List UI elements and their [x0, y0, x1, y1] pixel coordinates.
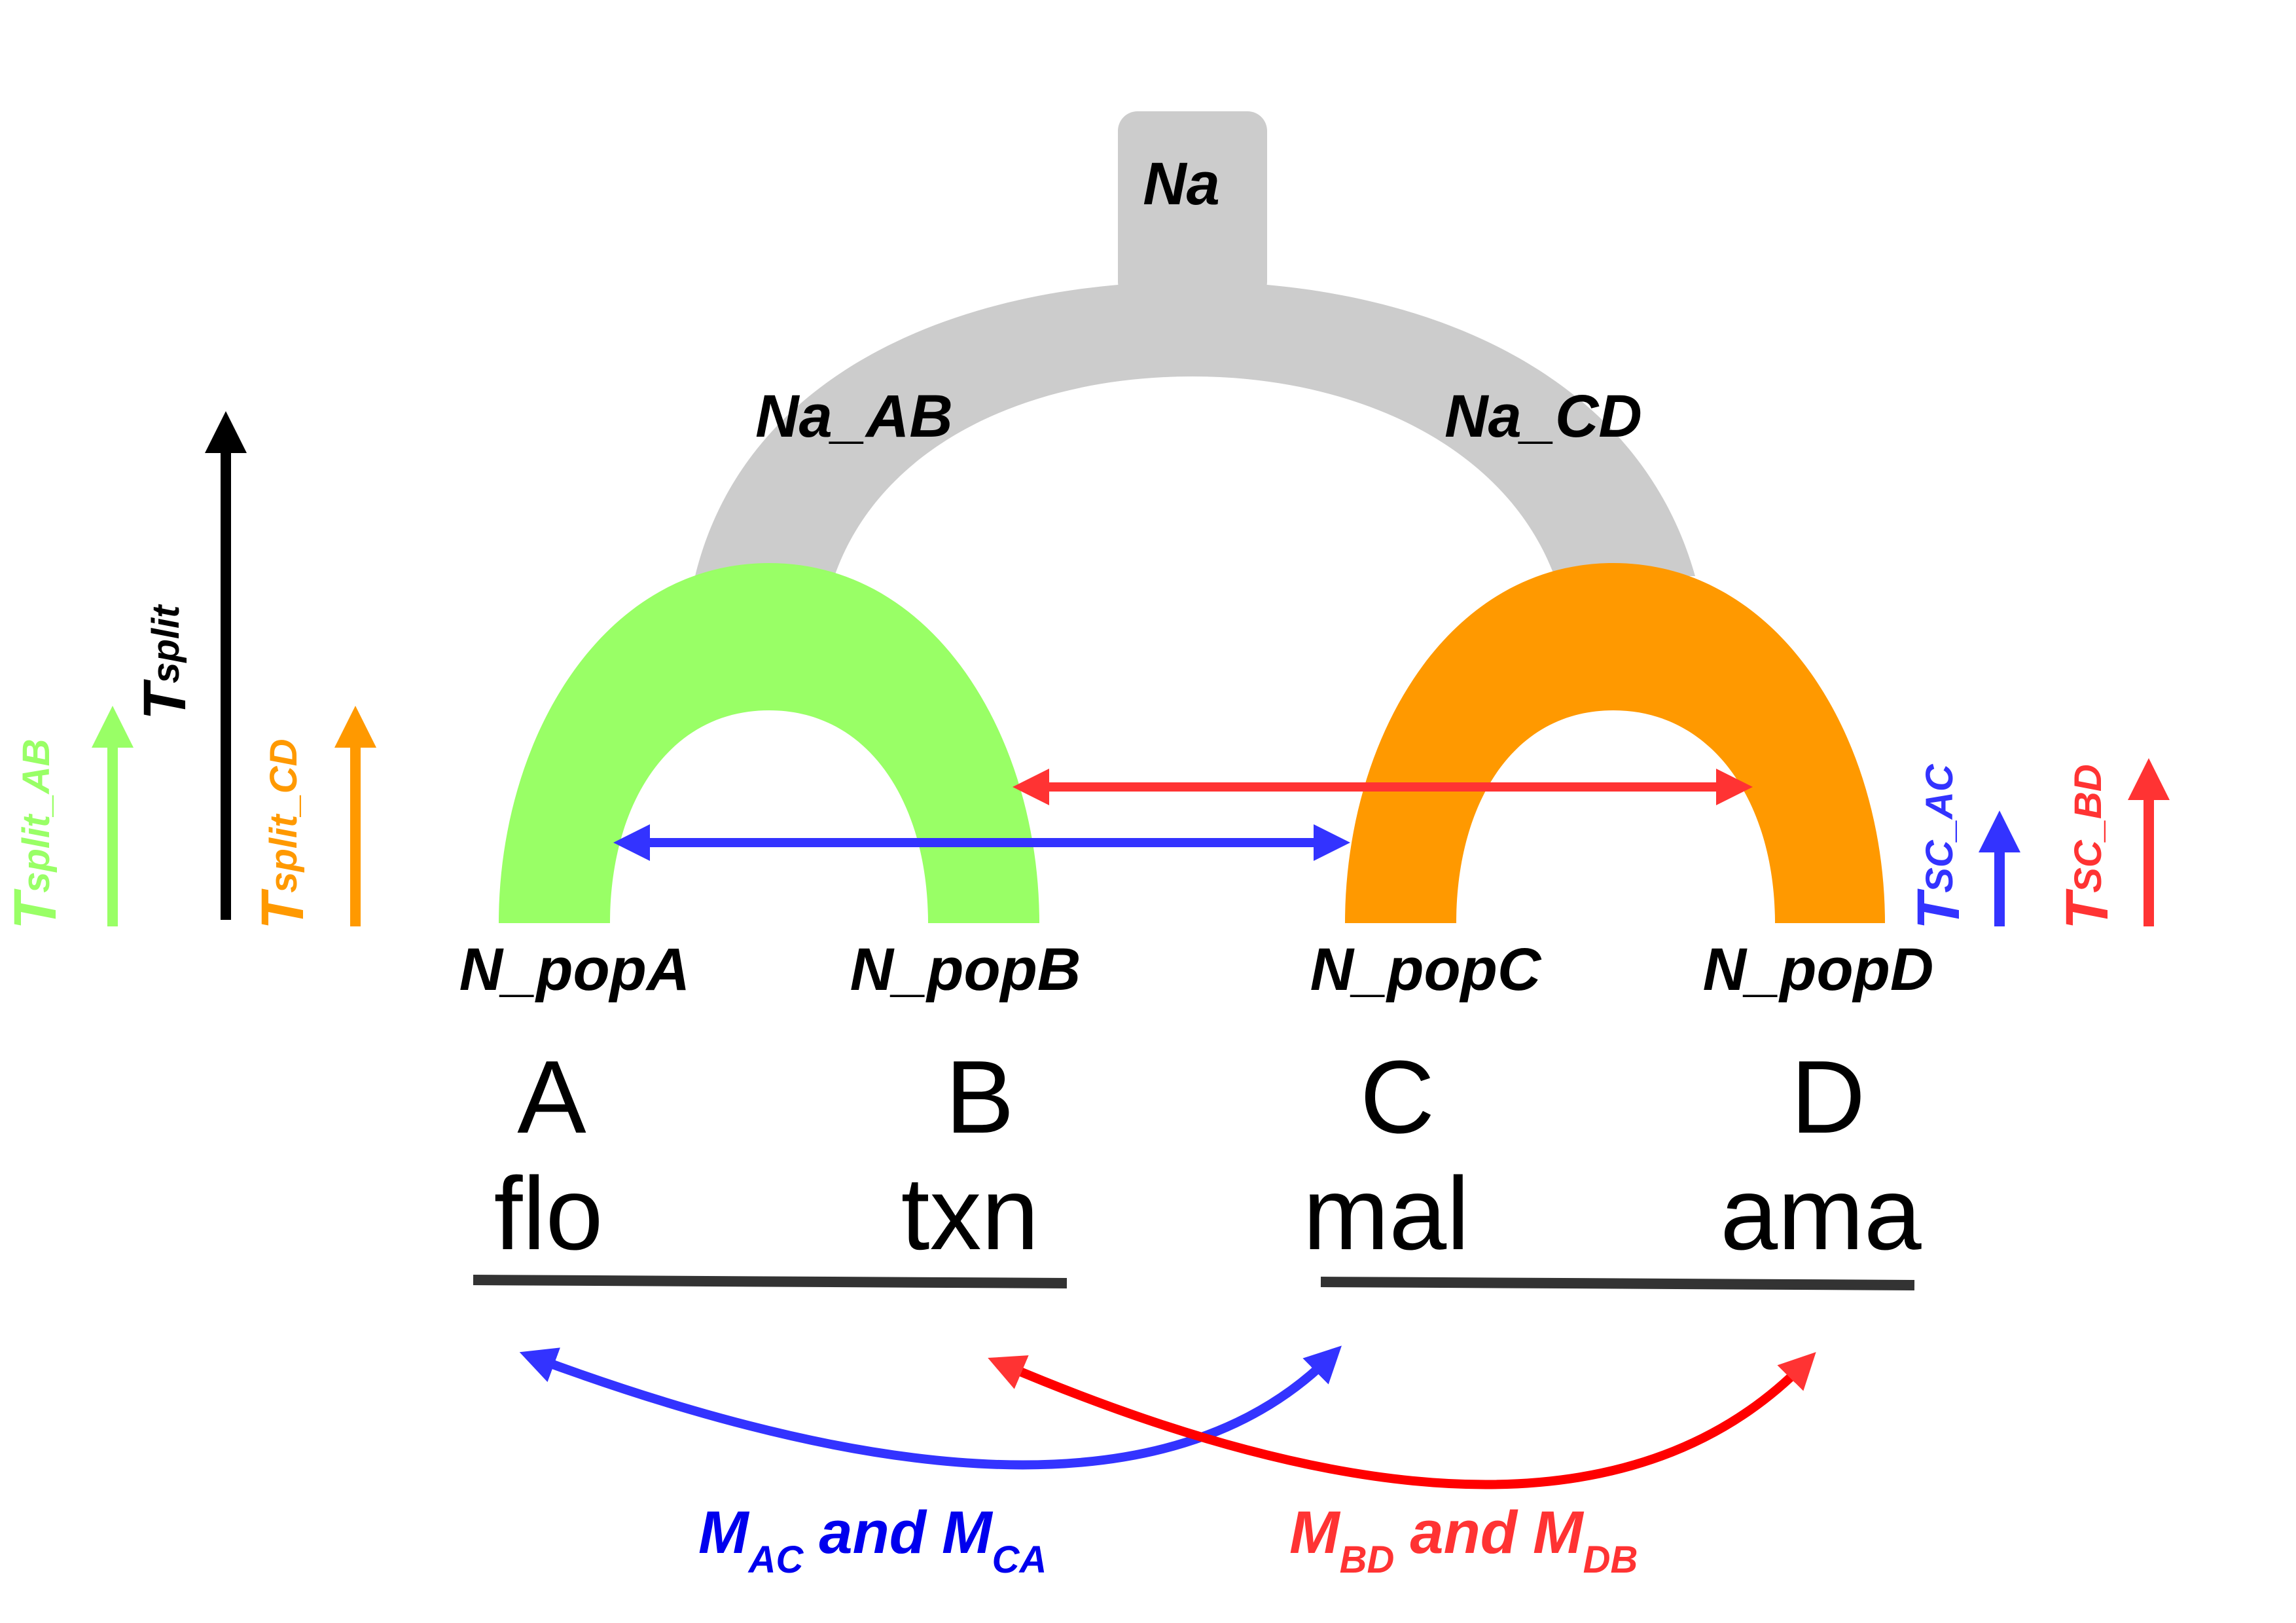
ancestral-stem [1118, 111, 1267, 301]
t-split-sub: split [145, 604, 187, 684]
group-code-d: ama [1720, 1156, 1921, 1271]
migration-bd-curve [988, 1352, 1816, 1489]
label-pop-a: N_popA [459, 936, 691, 1003]
group-letter-b: B [945, 1040, 1014, 1155]
pair-ab-arch [499, 563, 1039, 923]
group-letter-c: C [1360, 1040, 1435, 1155]
group-bar-cd [1320, 1277, 1915, 1290]
group-bar-ab [473, 1275, 1067, 1288]
migration-ac-m1: M [698, 1499, 750, 1566]
label-ancestral-ab: Na_AB [755, 383, 953, 450]
group-code-b: txn [901, 1156, 1039, 1271]
t-split-main: T [132, 679, 198, 720]
t-split-label: Tsplit [132, 604, 198, 720]
migration-ac-curve [519, 1345, 1342, 1470]
t-sc-ac-main: T [1905, 888, 1972, 930]
migration-bd-s2: DB [1583, 1539, 1638, 1581]
migration-bd-m1: M [1289, 1499, 1341, 1566]
t-split-ab-main: T [2, 888, 69, 930]
migration-ac-s1: AC [747, 1539, 804, 1581]
t-split-cd-main: T [249, 888, 316, 930]
group-code-a: flo [494, 1156, 603, 1271]
pair-cd-arch [1345, 563, 1885, 923]
group-letter-d: D [1791, 1040, 1865, 1155]
migration-bd-s1: BD [1340, 1539, 1395, 1581]
label-pop-d: N_popD [1703, 936, 1934, 1003]
t-sc-ac-sub: SC_AC [1918, 763, 1961, 893]
migration-ac-s2: CA [992, 1539, 1047, 1581]
migration-bd-and: and [1410, 1499, 1518, 1566]
t-sc-bd-label: TSC_BD [2054, 764, 2121, 930]
label-ancestral: Na [1143, 151, 1220, 217]
migration-ac-and: and [819, 1499, 927, 1566]
t-split-ab-sub: split_AB [15, 739, 58, 893]
t-split-ab-label: Tsplit_AB [2, 739, 69, 930]
ancestral-arch [695, 282, 1695, 576]
label-pop-b: N_popB [850, 936, 1081, 1003]
t-sc-ac-label: TSC_AC [1905, 763, 1972, 930]
label-pop-c: N_popC [1310, 936, 1542, 1003]
t-sc-bd-main: T [2054, 888, 2121, 930]
group-letter-a: A [517, 1040, 586, 1155]
t-sc-bd-sub: SC_BD [2067, 764, 2109, 893]
group-code-c: mal [1303, 1156, 1470, 1271]
t-split-cd-sub: split_CD [262, 739, 305, 893]
t-split-cd-label: Tsplit_CD [249, 739, 316, 930]
label-ancestral-cd: Na_CD [1444, 383, 1642, 450]
migration-ac-m2: M [942, 1499, 994, 1566]
migration-bd-m2: M [1533, 1499, 1585, 1566]
